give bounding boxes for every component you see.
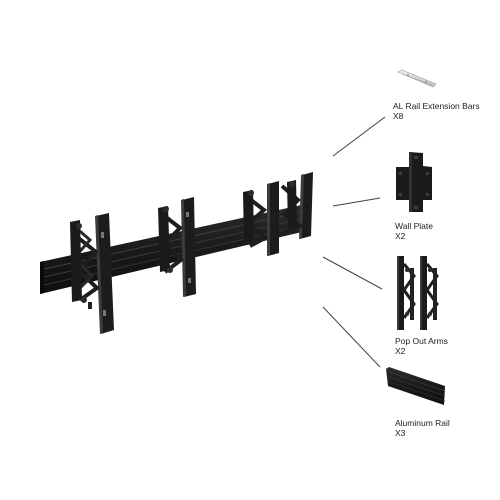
extension-bar-name: AL Rail Extension Bars xyxy=(393,101,480,111)
wall-plate-icon xyxy=(396,152,432,212)
bracket-front-left xyxy=(70,213,114,334)
aluminum-rail-name: Aluminum Rail xyxy=(395,418,450,428)
pop-out-arms-name: Pop Out Arms xyxy=(395,336,448,346)
pop-out-arm-icon xyxy=(397,256,439,330)
wall-plate-quantity: X2 xyxy=(395,231,406,241)
leader-line-wall xyxy=(332,197,381,207)
extension-bar-icon xyxy=(397,69,437,88)
leader-line-rail xyxy=(322,306,381,368)
bracket-right-b xyxy=(280,172,313,239)
extension-bar-label: AL Rail Extension Bars X8 xyxy=(393,101,480,121)
leader-line-extension xyxy=(332,116,386,157)
bracket-right-a xyxy=(243,181,279,256)
wall-plate-label: Wall Plate X2 xyxy=(395,221,433,241)
wall-plate-name: Wall Plate xyxy=(395,221,433,231)
aluminum-rail-label: Aluminum Rail X3 xyxy=(395,418,450,438)
pop-out-arms-label: Pop Out Arms X2 xyxy=(395,336,448,356)
leader-lines xyxy=(322,116,386,368)
extension-bar-quantity: X8 xyxy=(393,111,404,121)
aluminum-rail-quantity: X3 xyxy=(395,428,406,438)
leader-line-arms xyxy=(322,256,383,290)
pop-out-arms-quantity: X2 xyxy=(395,346,406,356)
assembled-mount xyxy=(39,172,313,334)
aluminum-rail-icon xyxy=(386,367,446,405)
pop-out-arm-right xyxy=(420,256,439,330)
pop-out-arm-left xyxy=(397,256,416,330)
bracket-middle xyxy=(158,197,196,297)
